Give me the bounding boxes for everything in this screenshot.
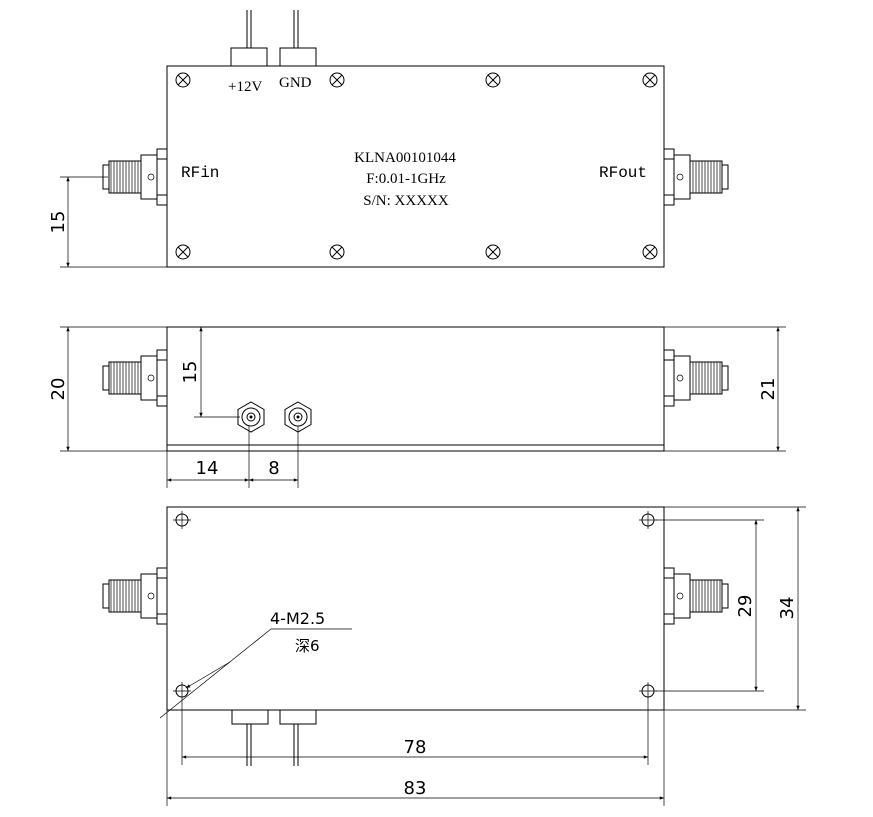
rf-input-connector	[102, 349, 168, 407]
hole-callout: 4-M2.5 深6	[159, 609, 352, 719]
screw-icon	[642, 244, 658, 260]
dim-hole-spacing-h: 78	[181, 700, 649, 765]
power-pin-label: +12V	[228, 79, 262, 95]
screw-icon	[485, 244, 501, 260]
rf-output-connector	[663, 148, 729, 206]
dim-pin-offset: 14	[166, 426, 299, 488]
mounting-hole-icon	[172, 510, 192, 530]
screw-icon	[329, 72, 345, 88]
svg-text:21: 21	[758, 378, 779, 401]
frequency-range: F:0.01-1GHz	[366, 171, 446, 187]
dim-connector-height: 15	[48, 176, 167, 268]
mounting-hole-icon	[172, 681, 192, 701]
ground-pin	[279, 10, 317, 67]
svg-text:83: 83	[404, 778, 427, 799]
bottom-housing	[166, 506, 665, 711]
svg-text:8: 8	[268, 458, 279, 479]
svg-text:29: 29	[735, 595, 756, 618]
rf-input-connector	[102, 567, 168, 625]
dim-height-left: 20	[48, 326, 167, 452]
ground-pin	[279, 709, 317, 766]
dim-pin-height: 15	[180, 327, 240, 418]
dim-pin-spacing: 8	[249, 458, 298, 482]
svg-text:78: 78	[404, 737, 427, 758]
top-view: +12V GND RFin RFout KLNA00101044 F:0.01-…	[48, 10, 729, 268]
hole-spec: 4-M2.5	[270, 609, 325, 628]
svg-text:15: 15	[180, 361, 201, 384]
power-pin	[230, 10, 268, 67]
model-number: KLNA00101044	[354, 150, 456, 166]
hole-depth: 深6	[295, 637, 320, 655]
dim-height-right: 21	[664, 326, 786, 452]
screw-icon	[175, 72, 191, 88]
screw-icon	[485, 72, 501, 88]
side-housing	[166, 326, 665, 452]
top-housing	[166, 65, 665, 268]
power-feedthrough-icon	[237, 401, 265, 433]
svg-text:34: 34	[777, 597, 798, 620]
rf-output-label: RFout	[599, 164, 647, 182]
side-view: 20 21 15 14 8	[48, 326, 786, 488]
dim-hole-spacing-v: 29	[656, 519, 764, 692]
screw-icon	[642, 72, 658, 88]
svg-text:15: 15	[48, 211, 69, 234]
svg-text:14: 14	[196, 458, 219, 479]
mounting-hole-icon	[638, 681, 658, 701]
serial-number: S/N: XXXXX	[363, 193, 449, 209]
svg-text:20: 20	[48, 378, 69, 401]
rf-output-connector	[663, 567, 729, 625]
mounting-hole-icon	[638, 510, 658, 530]
rf-input-label: RFin	[181, 164, 219, 182]
dim-total-length: 83	[166, 710, 665, 806]
screw-icon	[329, 244, 345, 260]
bottom-view: 4-M2.5 深6 78 83 29 34	[102, 506, 806, 806]
ground-pin-label: GND	[279, 75, 312, 91]
rf-output-connector	[663, 349, 729, 407]
screw-icon	[175, 244, 191, 260]
power-pin	[231, 709, 269, 766]
rf-input-connector	[102, 148, 168, 206]
dim-total-width: 34	[664, 506, 806, 711]
